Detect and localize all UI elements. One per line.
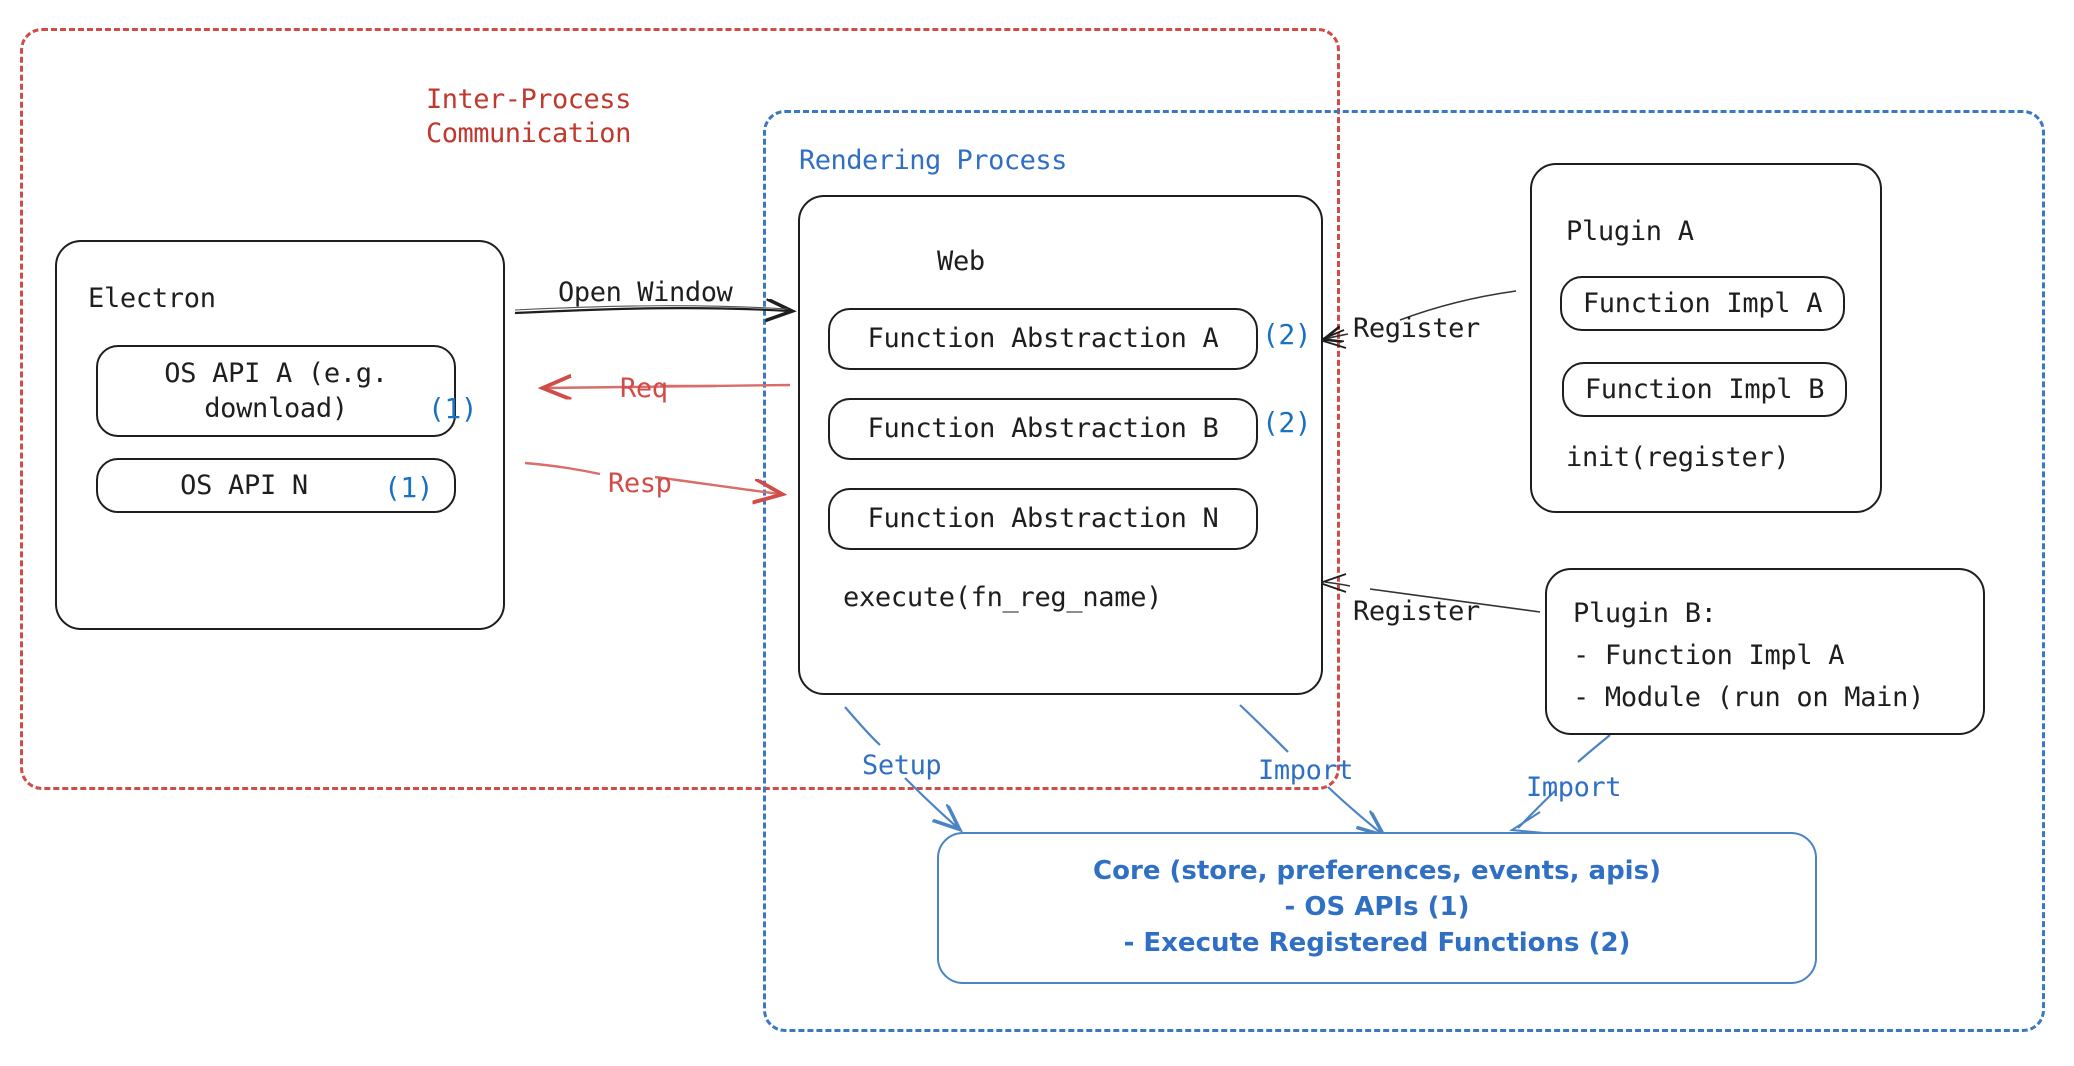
rendering-process-label: Rendering Process (799, 145, 1067, 176)
os-api-a-label: OS API A (e.g. download) (164, 357, 388, 424)
function-impl-a-label: Function Impl A (1582, 287, 1823, 319)
function-impl-b-box[interactable]: Function Impl B (1562, 362, 1847, 417)
function-abstraction-a-marker: (2) (1262, 318, 1312, 351)
req-label: Req (620, 373, 668, 404)
os-api-n-label: OS API N (180, 469, 308, 501)
register-bottom-label: Register (1353, 596, 1480, 627)
function-impl-b-label: Function Impl B (1584, 373, 1825, 405)
os-api-n-box[interactable]: OS API N (96, 458, 456, 513)
plugin-a-box[interactable] (1530, 163, 1882, 513)
core-text: Core (store, preferences, events, apis) … (1093, 856, 1661, 958)
electron-title: Electron (88, 283, 216, 314)
function-impl-a-box[interactable]: Function Impl A (1560, 276, 1845, 331)
function-abstraction-a-label: Function Abstraction A (867, 323, 1219, 355)
execute-function-label: execute(fn_reg_name) (843, 582, 1163, 613)
web-title: Web (937, 246, 985, 277)
os-api-a-box[interactable]: OS API A (e.g. download) (96, 345, 456, 437)
inter-process-communication-container (20, 28, 1340, 790)
import-middle-label: Import (1258, 755, 1354, 786)
os-api-n-marker: (1) (384, 471, 434, 504)
function-abstraction-n-box[interactable]: Function Abstraction N (828, 488, 1258, 550)
import-right-label: Import (1526, 772, 1622, 803)
function-abstraction-n-label: Function Abstraction N (867, 503, 1219, 535)
core-box[interactable]: Core (store, preferences, events, apis) … (937, 832, 1817, 984)
setup-label: Setup (862, 750, 942, 781)
function-abstraction-b-marker: (2) (1262, 406, 1312, 439)
open-window-label: Open Window (558, 277, 733, 308)
plugin-b-box[interactable] (1545, 568, 1985, 735)
plugin-b-text: Plugin B: - Function Impl A - Module (ru… (1573, 598, 1925, 713)
rendering-process-container (763, 110, 2045, 1032)
inter-process-communication-label: Inter-Process Communication (426, 84, 631, 149)
register-top-label: Register (1353, 313, 1480, 344)
plugin-a-title: Plugin A (1566, 216, 1694, 247)
os-api-a-marker: (1) (428, 392, 478, 425)
plugin-a-init-label: init(register) (1566, 442, 1790, 473)
function-abstraction-b-label: Function Abstraction B (867, 413, 1219, 445)
resp-label: Resp (608, 468, 672, 499)
function-abstraction-a-box[interactable]: Function Abstraction A (828, 308, 1258, 370)
function-abstraction-b-box[interactable]: Function Abstraction B (828, 398, 1258, 460)
